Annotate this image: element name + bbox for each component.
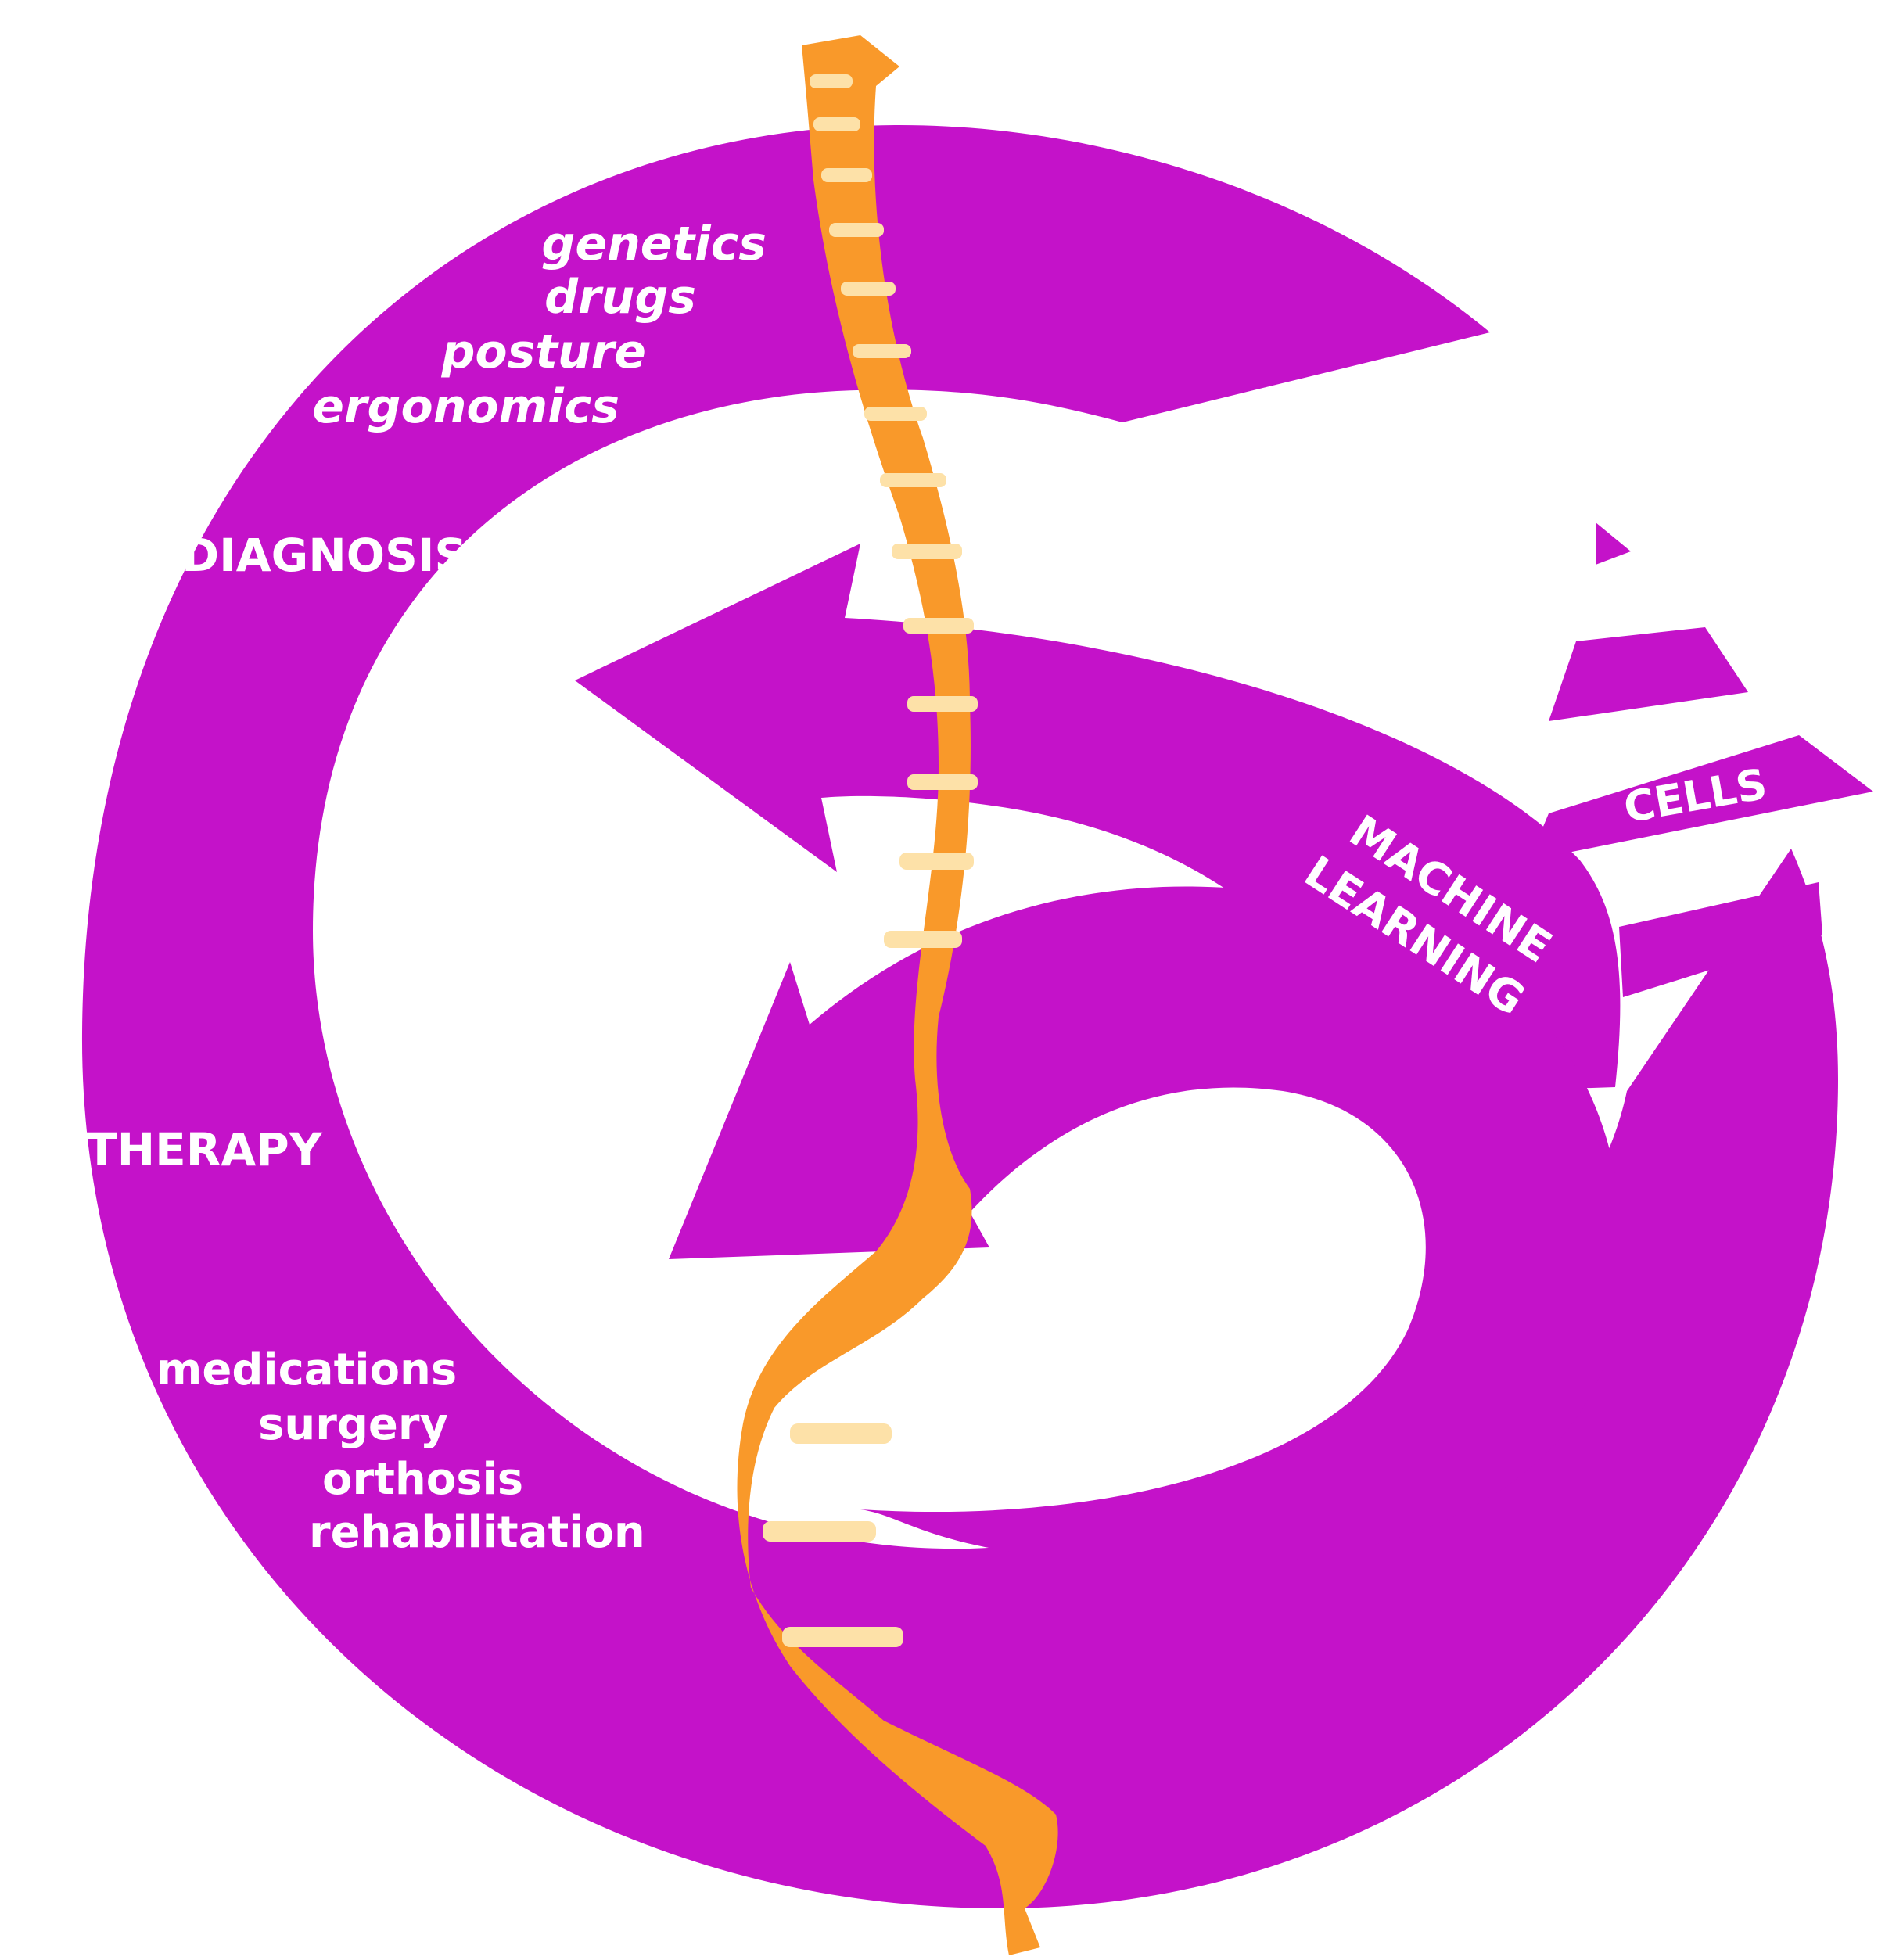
factor-drugs: drugs: [544, 270, 696, 325]
factor-ergonomics: ergonomics: [312, 379, 619, 434]
spine-illustration: [737, 35, 1058, 1955]
stem-banner-3: [1529, 735, 1873, 860]
inner-cycle-arrow: [669, 886, 1622, 1564]
stem-cells-banners: [1529, 522, 1873, 997]
spine-discs: [763, 74, 978, 1647]
diagnosis-factors-list: genetics drugs posture ergonomics: [312, 217, 767, 434]
option-rehabilitation: rehabilitation: [309, 1507, 645, 1558]
stage-therapy: THERAPY: [86, 1123, 323, 1176]
factor-genetics: genetics: [541, 217, 767, 271]
stage-diagnosis: DIAGNOSIS: [181, 529, 467, 582]
option-medications: medications: [156, 1344, 457, 1395]
stem-banner-4: [1619, 882, 1822, 997]
factor-posture: posture: [440, 325, 646, 379]
option-orthosis: orthosis: [322, 1454, 523, 1505]
therapy-options-list: medications surgery orthosis rehabilitat…: [156, 1344, 645, 1558]
stem-banner-1: [1596, 522, 1631, 565]
option-surgery: surgery: [258, 1399, 448, 1450]
stem-banner-2: [1549, 627, 1748, 721]
